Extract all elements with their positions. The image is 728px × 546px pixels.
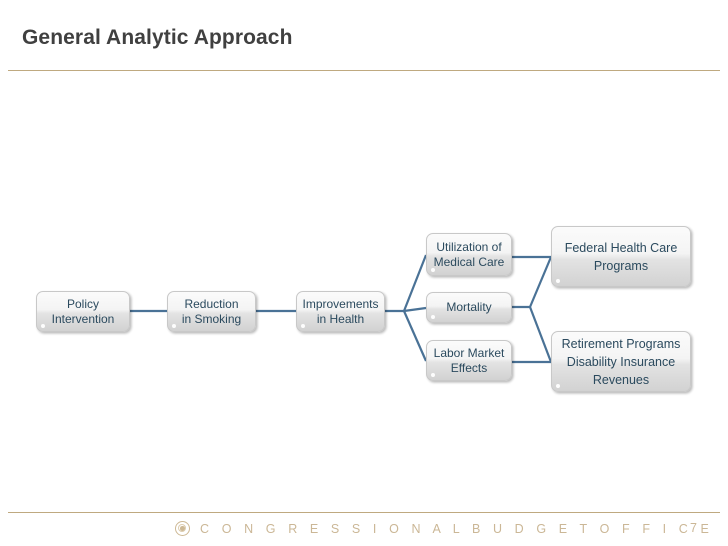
footer-organization-name: C O N G R E S S I O N A L B U D G E T O … [200, 521, 714, 536]
footer-branding: C O N G R E S S I O N A L B U D G E T O … [175, 521, 713, 536]
node-label: Federal Health Care Programs [564, 240, 678, 273]
node-policy-intervention[interactable]: Policy Intervention [36, 291, 130, 332]
title-divider [8, 70, 720, 71]
page-number: 7 [690, 521, 697, 535]
node-label: Improvements in Health [302, 296, 379, 326]
edge-improvements-utilization [402, 254, 428, 312]
cbo-seal-icon [175, 521, 190, 536]
edge-improvements-labor [402, 310, 428, 362]
node-improvements-in-health[interactable]: Improvements in Health [296, 291, 385, 332]
edge-improvements-mortality [403, 306, 427, 313]
page-title: General Analytic Approach [22, 26, 293, 49]
footer-divider [8, 512, 720, 513]
node-label: Labor Market Effects [433, 345, 505, 375]
edge-mortality-retirement [528, 306, 553, 363]
node-federal-health-care-programs[interactable]: Federal Health Care Programs [551, 226, 691, 287]
edge-mortality-federal [528, 256, 553, 308]
node-label: Mortality [446, 300, 492, 314]
node-retirement-programs[interactable]: Retirement Programs Disability Insurance… [551, 331, 691, 392]
node-label: Retirement Programs Disability Insurance… [561, 336, 681, 387]
node-label: Reduction in Smoking [181, 296, 242, 326]
node-utilization-of-medical-care[interactable]: Utilization of Medical Care [426, 233, 512, 276]
node-label: Policy Intervention [51, 296, 115, 326]
node-labor-market-effects[interactable]: Labor Market Effects [426, 340, 512, 381]
node-reduction-in-smoking[interactable]: Reduction in Smoking [167, 291, 256, 332]
node-label: Utilization of Medical Care [433, 239, 505, 269]
node-mortality[interactable]: Mortality [426, 292, 512, 323]
